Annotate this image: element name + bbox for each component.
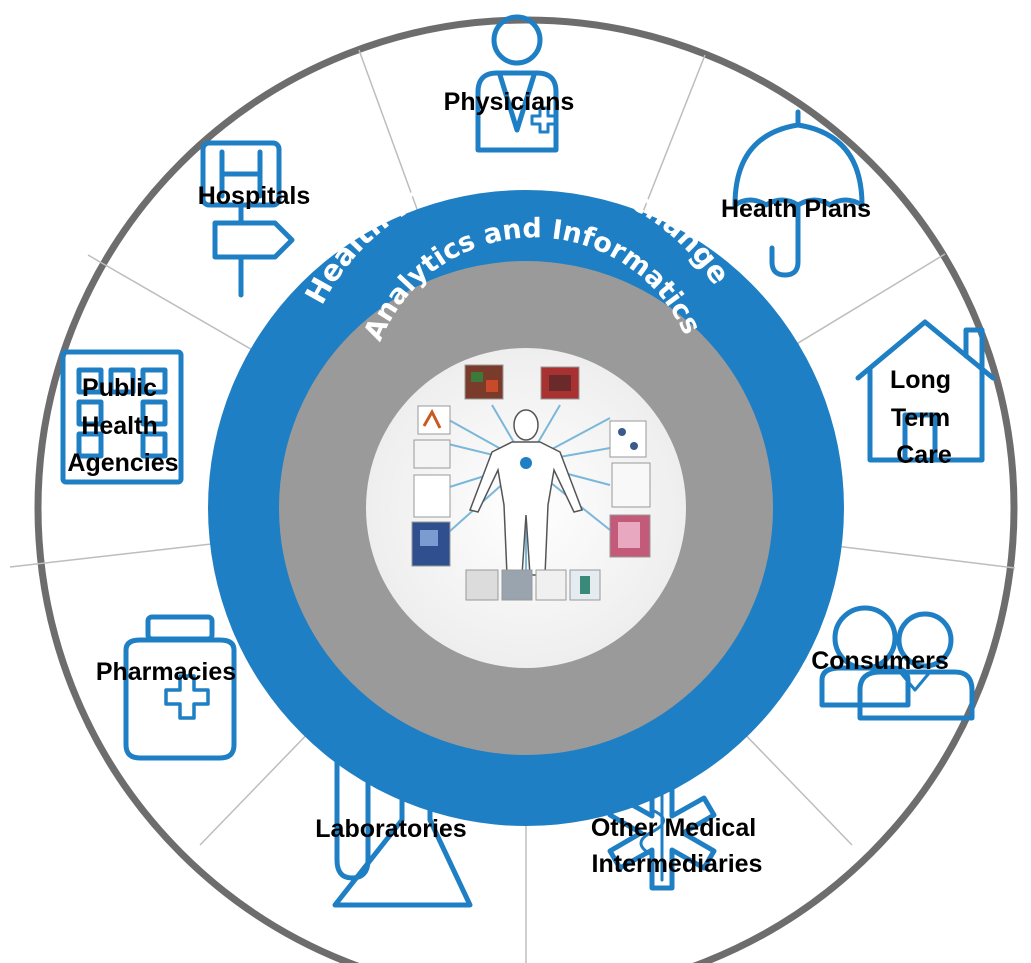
- label-public-health-agencies: Public Health Agencies: [67, 374, 178, 477]
- label-hospitals: Hospitals: [198, 182, 311, 210]
- label-consumers: Consumers: [811, 647, 949, 675]
- label-pharmacies: Pharmacies: [96, 658, 236, 686]
- label-physicians: Physicians: [444, 88, 575, 116]
- house-icon: [855, 319, 996, 463]
- umbrella-icon: [732, 109, 865, 278]
- hospital-sign-icon: [200, 140, 295, 298]
- physician-icon: [475, 14, 559, 153]
- medicine-jar-icon: [123, 614, 237, 761]
- label-other-medical-intermediaries: Other Medical Intermediaries: [591, 814, 763, 878]
- label-health-plans: Health Plans: [721, 195, 871, 223]
- people-icon: [819, 605, 975, 721]
- human-body-data-icon: [411, 364, 651, 601]
- building-icon: [60, 349, 184, 485]
- star-of-life-icon: [607, 777, 717, 891]
- label-laboratories: Laboratories: [315, 815, 466, 843]
- label-long-term-care: Long Term Care: [890, 366, 958, 469]
